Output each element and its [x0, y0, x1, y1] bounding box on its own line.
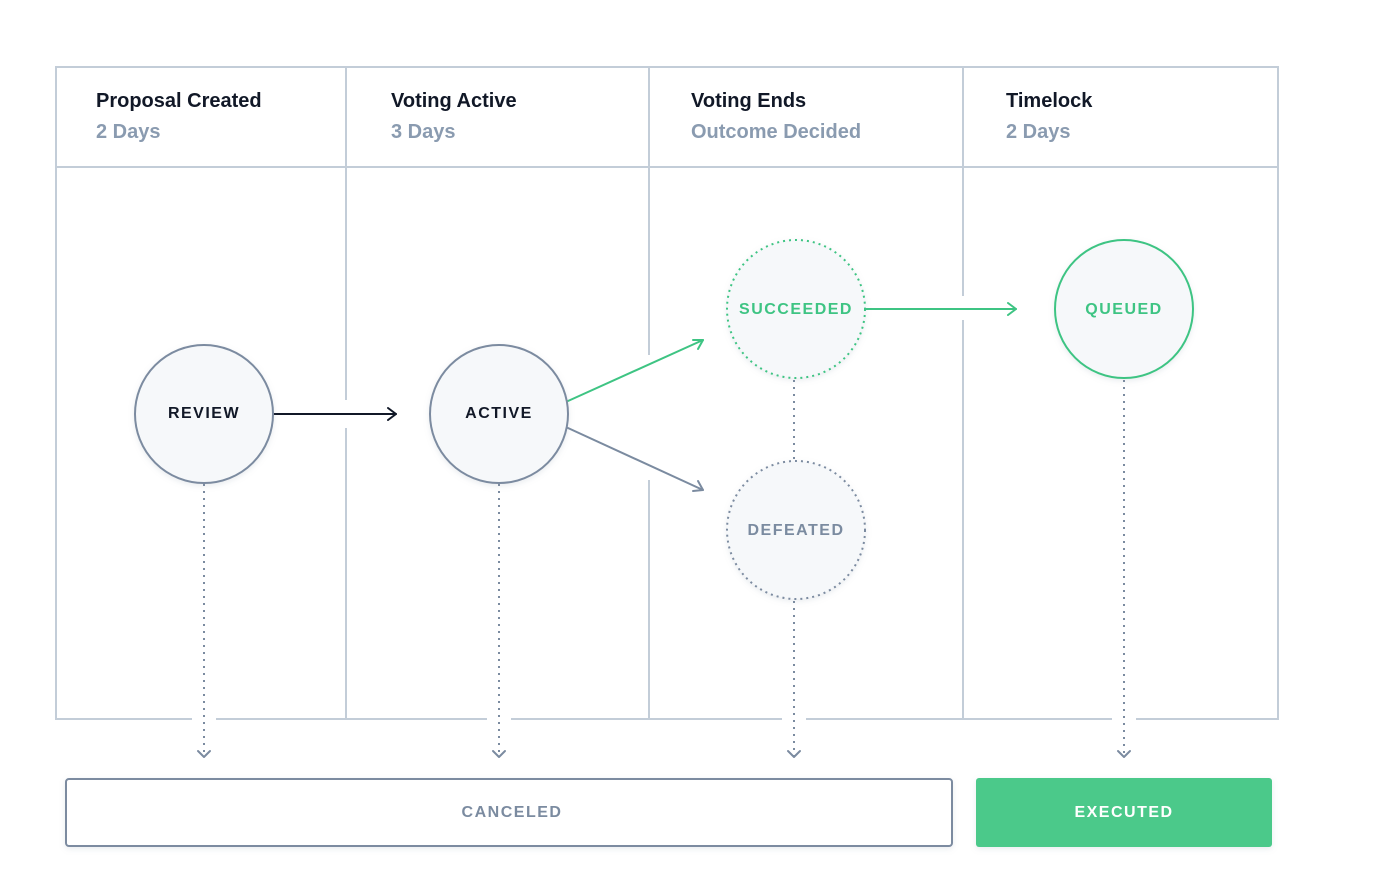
- node-succeeded: SUCCEEDED: [726, 239, 866, 379]
- active-to-defeated-arrow: [567, 427, 704, 492]
- node-succeeded-label: SUCCEEDED: [739, 301, 853, 318]
- column-subtitle-proposal-created: 2 Days: [96, 121, 161, 143]
- node-queued: QUEUED: [1054, 239, 1194, 379]
- chevron-down-icon: [1117, 750, 1131, 758]
- outcome-canceled: CANCELED: [65, 778, 953, 847]
- column-subtitle-voting-ends: Outcome Decided: [691, 121, 861, 143]
- column-title-voting-ends: Voting Ends: [691, 90, 806, 112]
- node-review: REVIEW: [134, 344, 274, 484]
- column-title-timelock: Timelock: [1006, 90, 1093, 112]
- node-active: ACTIVE: [429, 344, 569, 484]
- node-queued-label: QUEUED: [1085, 301, 1162, 318]
- column-subtitle-voting-active: 3 Days: [391, 121, 456, 143]
- outcome-canceled-label: CANCELED: [462, 804, 563, 821]
- down-chevrons: [197, 750, 1131, 758]
- flow-arrows: [272, 302, 1017, 492]
- node-active-label: ACTIVE: [465, 405, 533, 422]
- column-subtitle-timelock: 2 Days: [1006, 121, 1071, 143]
- review-to-active-arrow: [272, 407, 397, 421]
- chevron-down-icon: [197, 750, 211, 758]
- outcome-executed-label: EXECUTED: [1074, 804, 1173, 821]
- active-to-succeeded-arrow: [567, 339, 704, 402]
- line-gaps: [192, 296, 1136, 722]
- outcome-executed: EXECUTED: [976, 778, 1272, 847]
- node-review-label: REVIEW: [168, 405, 240, 422]
- column-title-proposal-created: Proposal Created: [96, 90, 262, 112]
- node-defeated: DEFEATED: [726, 460, 866, 600]
- dotted-connectors: [203, 380, 1125, 756]
- grid-outline: [55, 66, 1279, 720]
- timeline-grid: [55, 66, 1279, 720]
- succeeded-to-queued-arrow: [864, 302, 1017, 316]
- chevron-down-icon: [787, 750, 801, 758]
- chevron-down-icon: [492, 750, 506, 758]
- node-defeated-label: DEFEATED: [747, 522, 844, 539]
- column-title-voting-active: Voting Active: [391, 90, 517, 112]
